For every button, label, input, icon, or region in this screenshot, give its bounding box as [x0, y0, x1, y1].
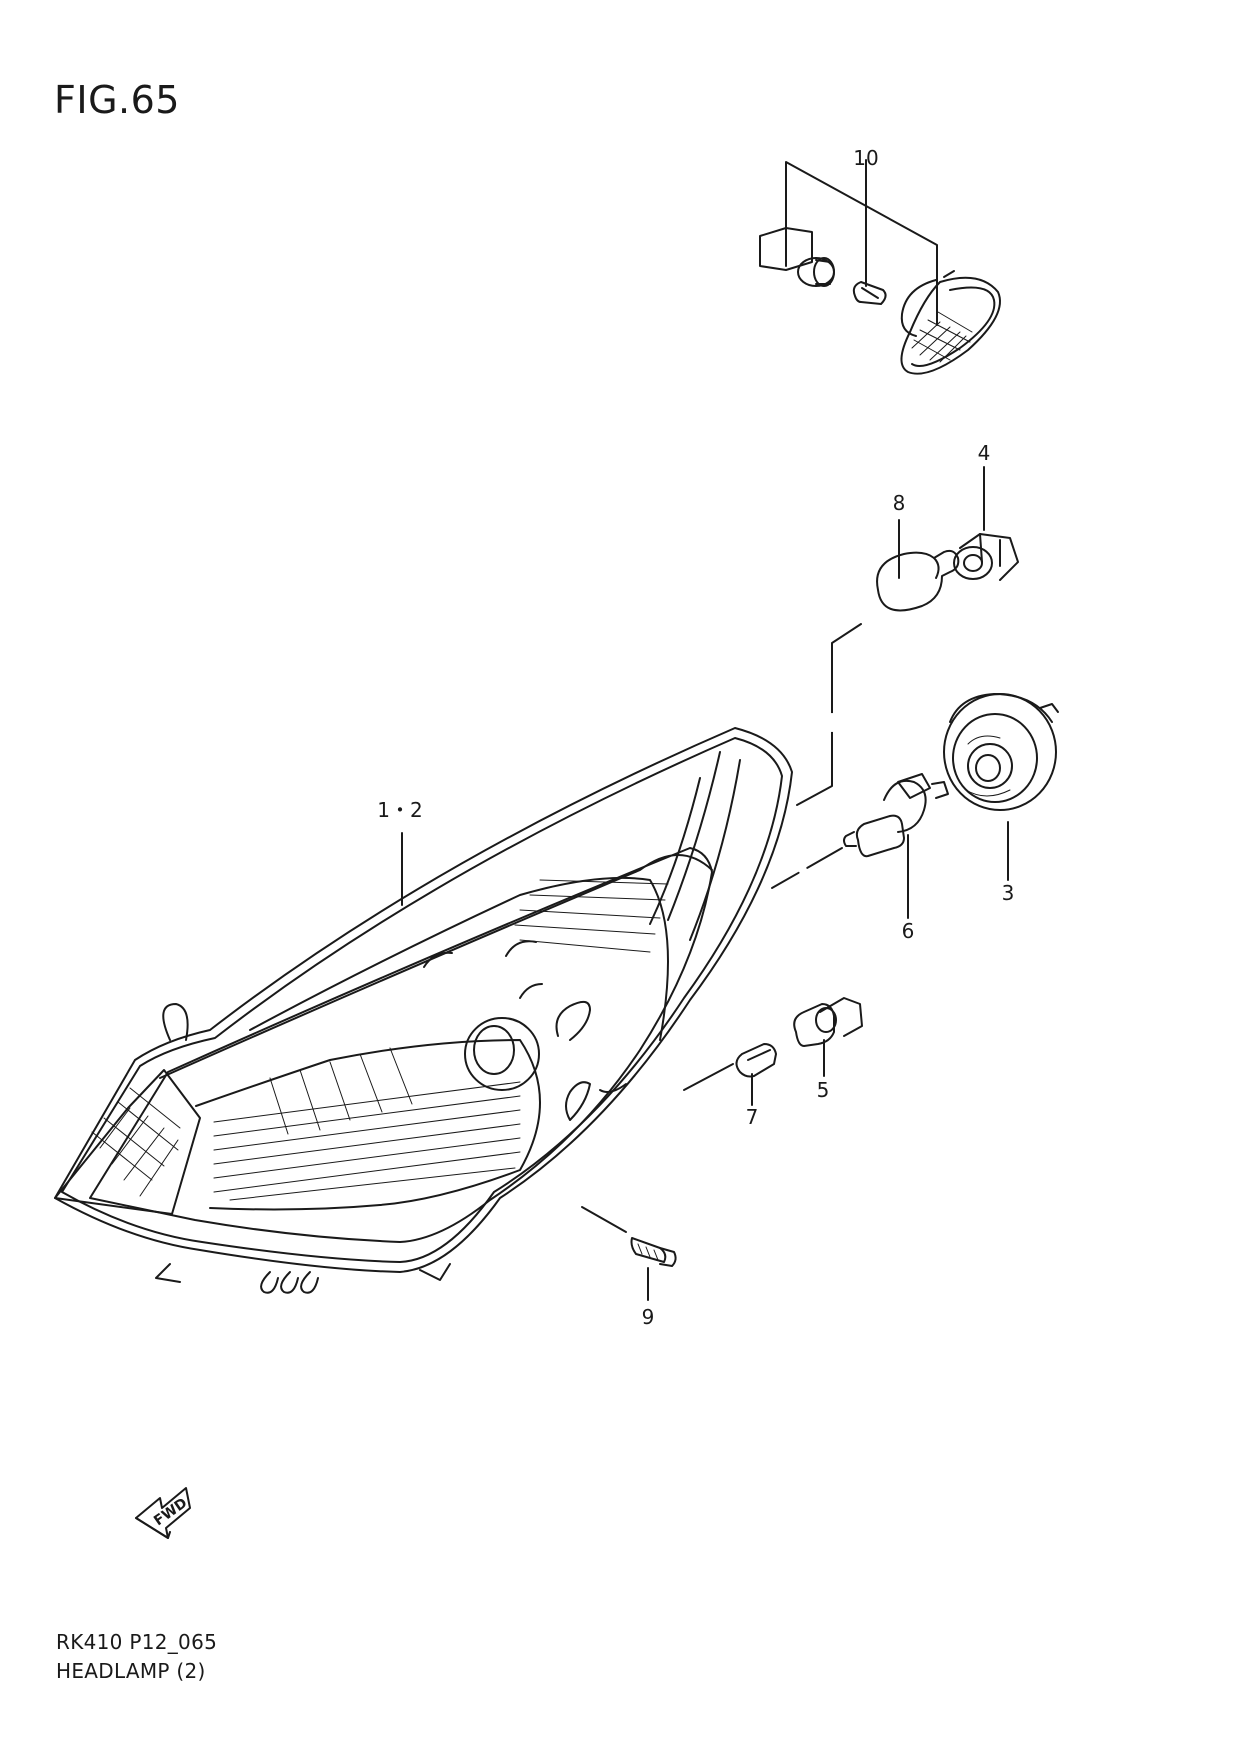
side-lamp-bulb: [852, 281, 887, 305]
callout-1-2: 1・2: [377, 798, 422, 822]
callout-4: 4: [978, 441, 991, 465]
part-5-bulb-socket: 5: [793, 997, 863, 1102]
callout-8: 8: [893, 491, 906, 515]
part-6-halogen-bulb: 6: [771, 773, 949, 943]
part-10-side-turn-lamp-group: 10: [759, 146, 1001, 375]
side-lamp-lens: [900, 270, 1001, 375]
callout-7: 7: [746, 1105, 759, 1129]
part-3-lamp-cap: 3: [943, 693, 1059, 905]
callout-10: 10: [853, 146, 878, 170]
side-lamp-socket: [759, 227, 835, 287]
part-1-2-callout: 1・2: [377, 798, 423, 906]
forward-direction-arrow: FWD: [135, 1487, 191, 1539]
callout-9: 9: [642, 1305, 655, 1329]
part-9-screw: 9: [581, 1206, 677, 1329]
figure-title: FIG.65: [54, 78, 180, 122]
callout-6: 6: [902, 919, 915, 943]
callout-3: 3: [1002, 881, 1015, 905]
headlamp-assembly: [54, 727, 793, 1294]
part-8-bulb: 8: [796, 491, 960, 806]
figure-name: HEADLAMP (2): [56, 1659, 206, 1683]
part-7-wedge-bulb: 7: [683, 1043, 777, 1129]
callout-5: 5: [817, 1078, 830, 1102]
figure-code: RK410 P12_065: [56, 1630, 218, 1654]
part-4-bulb-socket: 4: [953, 441, 1019, 581]
